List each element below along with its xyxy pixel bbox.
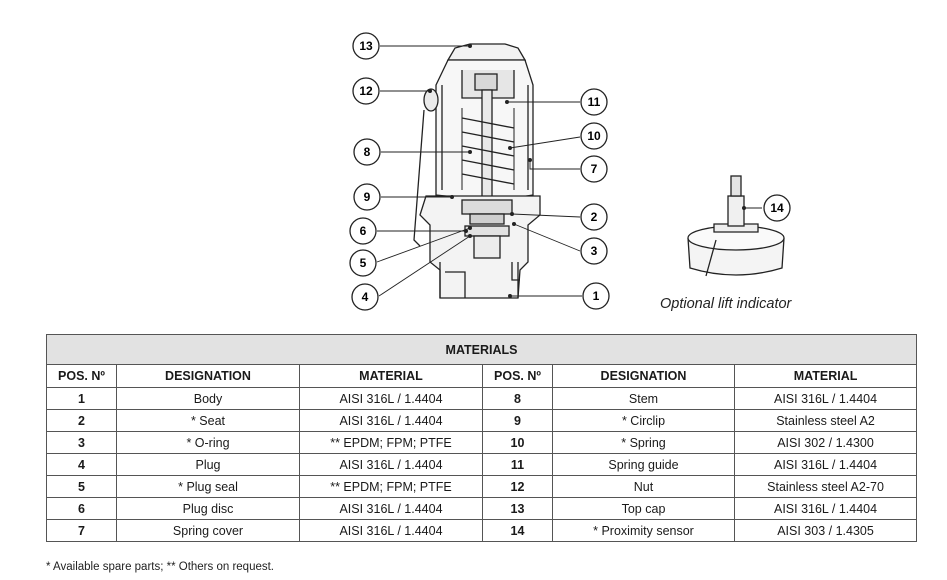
cell-pos: 8 xyxy=(482,387,553,410)
cell-designation: * Circlip xyxy=(552,409,735,432)
callout-5: 5 xyxy=(349,249,377,277)
cell-designation: * O-ring xyxy=(116,431,300,454)
col-header-designation: DESIGNATION xyxy=(116,364,300,388)
cell-designation: * Plug seal xyxy=(116,475,300,498)
cell-pos: 10 xyxy=(482,431,553,454)
cell-pos: 6 xyxy=(46,497,117,520)
cell-material: AISI 316L / 1.4404 xyxy=(733,453,918,476)
svg-text:6: 6 xyxy=(360,224,367,238)
cell-pos: 4 xyxy=(46,453,117,476)
svg-text:11: 11 xyxy=(588,95,601,109)
cell-designation: * Seat xyxy=(116,409,300,432)
col-header-pos: POS. Nº xyxy=(46,364,117,388)
svg-text:3: 3 xyxy=(591,244,598,258)
table-row: 7 Spring cover AISI 316L / 1.4404 14 * P… xyxy=(46,519,918,542)
cell-pos: 11 xyxy=(482,453,553,476)
cell-material: AISI 316L / 1.4404 xyxy=(733,497,918,520)
cell-pos: 14 xyxy=(482,519,553,542)
col-header-material-2: MATERIAL xyxy=(733,364,918,388)
svg-text:2: 2 xyxy=(591,210,598,224)
callout-9: 9 xyxy=(353,183,381,211)
lift-indicator-caption: Optional lift indicator xyxy=(660,296,792,312)
col-header-designation-2: DESIGNATION xyxy=(552,364,735,388)
cell-material: AISI 316L / 1.4404 xyxy=(299,519,483,542)
callout-10: 10 xyxy=(580,122,608,150)
cell-material: Stainless steel A2-70 xyxy=(733,475,918,498)
cell-pos: 3 xyxy=(46,431,117,454)
svg-text:13: 13 xyxy=(359,39,373,53)
svg-text:4: 4 xyxy=(362,290,369,304)
cell-pos: 1 xyxy=(46,387,117,410)
cell-designation: Spring guide xyxy=(552,453,735,476)
callout-7: 7 xyxy=(580,155,608,183)
cell-pos: 2 xyxy=(46,409,117,432)
callout-3: 3 xyxy=(580,237,608,265)
table-row: 1 Body AISI 316L / 1.4404 8 Stem AISI 31… xyxy=(46,387,918,410)
table-header-row: POS. Nº DESIGNATION MATERIAL POS. Nº DES… xyxy=(46,364,918,388)
cell-material: ** EPDM; FPM; PTFE xyxy=(299,431,483,454)
cell-material: AISI 316L / 1.4404 xyxy=(299,409,483,432)
table-row: 3 * O-ring ** EPDM; FPM; PTFE 10 * Sprin… xyxy=(46,431,918,454)
callout-8: 8 xyxy=(353,138,381,166)
cell-material: AISI 303 / 1.4305 xyxy=(733,519,918,542)
cell-designation: Plug disc xyxy=(116,497,300,520)
table-row: 4 Plug AISI 316L / 1.4404 11 Spring guid… xyxy=(46,453,918,476)
table-row: 6 Plug disc AISI 316L / 1.4404 13 Top ca… xyxy=(46,497,918,520)
col-header-pos-2: POS. Nº xyxy=(482,364,553,388)
callout-13: 13 xyxy=(352,32,380,60)
cell-designation: Body xyxy=(116,387,300,410)
svg-text:9: 9 xyxy=(364,190,371,204)
footnote: * Available spare parts; ** Others on re… xyxy=(46,561,275,573)
cell-designation: * Proximity sensor xyxy=(552,519,735,542)
table-row: 5 * Plug seal ** EPDM; FPM; PTFE 12 Nut … xyxy=(46,475,918,498)
callout-12: 12 xyxy=(352,77,380,105)
valve-section-drawing: 13 12 8 9 6 5 4 11 10 7 2 3 1 14 xyxy=(349,32,791,311)
cell-designation: Top cap xyxy=(552,497,735,520)
cell-designation: Nut xyxy=(552,475,735,498)
cell-material: AISI 316L / 1.4404 xyxy=(299,497,483,520)
svg-text:1: 1 xyxy=(593,289,600,303)
callout-6: 6 xyxy=(349,217,377,245)
col-header-material: MATERIAL xyxy=(299,364,483,388)
cell-designation: Stem xyxy=(552,387,735,410)
callout-1: 1 xyxy=(582,282,610,310)
cell-material: AISI 302 / 1.4300 xyxy=(733,431,918,454)
svg-text:8: 8 xyxy=(364,145,371,159)
svg-text:7: 7 xyxy=(591,162,598,176)
svg-text:10: 10 xyxy=(587,129,601,143)
callout-4: 4 xyxy=(351,283,379,311)
cell-pos: 13 xyxy=(482,497,553,520)
cell-pos: 7 xyxy=(46,519,117,542)
cell-material: AISI 316L / 1.4404 xyxy=(733,387,918,410)
svg-text:14: 14 xyxy=(770,201,784,215)
table-row: 2 * Seat AISI 316L / 1.4404 9 * Circlip … xyxy=(46,409,918,432)
table-title: MATERIALS xyxy=(45,334,918,365)
cell-material: AISI 316L / 1.4404 xyxy=(299,453,483,476)
cell-material: ** EPDM; FPM; PTFE xyxy=(299,475,483,498)
cell-designation: Plug xyxy=(116,453,300,476)
svg-text:12: 12 xyxy=(359,84,373,98)
callout-11: 11 xyxy=(580,88,608,116)
cell-pos: 5 xyxy=(46,475,117,498)
cell-material: Stainless steel A2 xyxy=(733,409,918,432)
cell-material: AISI 316L / 1.4404 xyxy=(299,387,483,410)
cell-designation: Spring cover xyxy=(116,519,300,542)
materials-table: MATERIALS POS. Nº DESIGNATION MATERIAL P… xyxy=(45,334,918,542)
cell-pos: 12 xyxy=(482,475,553,498)
cell-pos: 9 xyxy=(482,409,553,432)
svg-text:5: 5 xyxy=(360,256,367,270)
callout-2: 2 xyxy=(580,203,608,231)
callout-14: 14 xyxy=(763,194,791,222)
cell-designation: * Spring xyxy=(552,431,735,454)
